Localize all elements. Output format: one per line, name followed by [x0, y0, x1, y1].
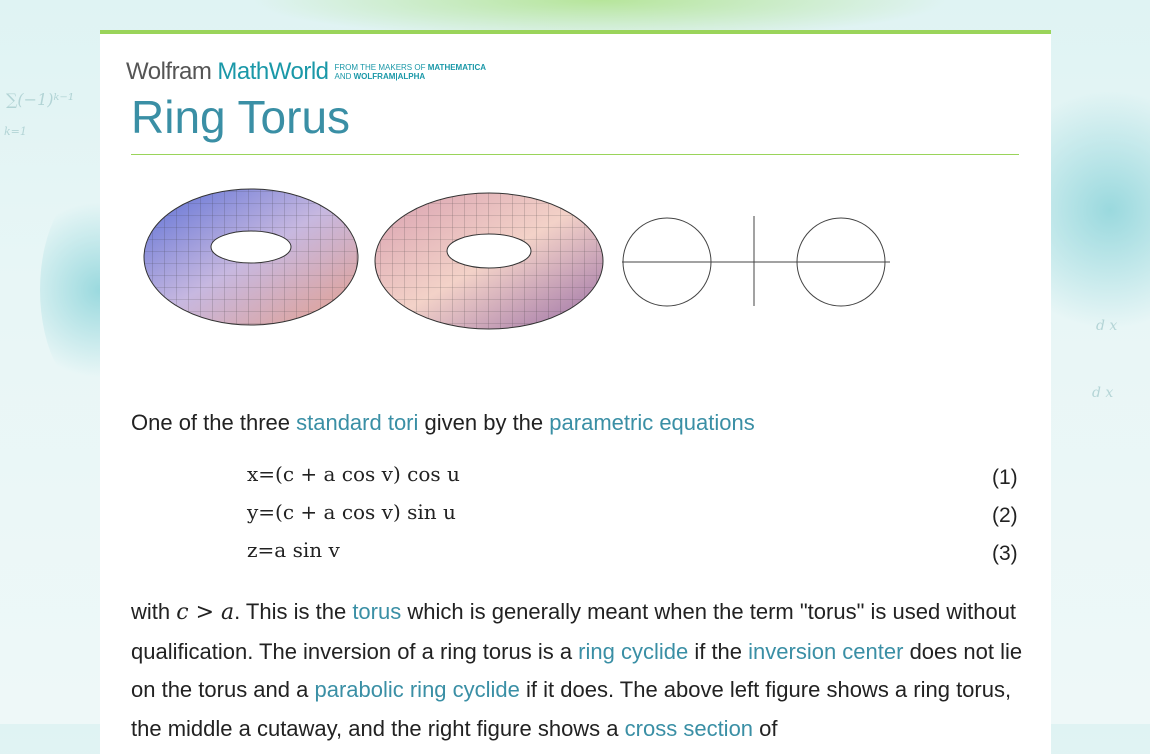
background-formula: ∑(−1)ᵏ⁻¹: [6, 90, 75, 109]
torus-cross-section-image: [622, 216, 890, 307]
equation-number: (3): [992, 542, 1018, 565]
background-formula: d x: [1096, 318, 1118, 334]
logo-mathworld: MathWorld: [217, 58, 329, 85]
equation-3: z=a sin v: [247, 538, 340, 562]
wolfram-mathworld-logo[interactable]: Wolfram MathWorld FROM THE MAKERS OF MAT…: [126, 58, 486, 86]
content-card: Wolfram MathWorld FROM THE MAKERS OF MAT…: [100, 30, 1051, 754]
torus-full-image: [143, 188, 359, 326]
body-paragraph: with c > a. This is the torus which is g…: [131, 599, 1023, 741]
background-formula: k=1: [4, 125, 27, 138]
equation-2: y=(c + a cos v) sin u: [247, 500, 456, 524]
equation-1: x=(c + a cos v) cos u: [247, 462, 460, 486]
link-cross-section[interactable]: cross section: [624, 715, 754, 741]
link-torus[interactable]: torus: [352, 599, 402, 624]
intro-paragraph: One of the three standard tori given by …: [131, 410, 755, 435]
title-divider: [131, 154, 1019, 155]
torus-cutaway-image: [374, 192, 604, 330]
equation-number: (2): [992, 504, 1018, 527]
equation-number: (1): [992, 466, 1018, 489]
page-title: Ring Torus: [131, 91, 351, 143]
link-standard-tori[interactable]: standard tori: [296, 410, 419, 435]
ring-torus-figures: [143, 188, 890, 330]
logo-wolfram: Wolfram: [126, 58, 212, 85]
link-ring-cyclide[interactable]: ring cyclide: [578, 638, 689, 664]
link-inversion-center[interactable]: inversion center: [748, 638, 904, 664]
background-formula: d x: [1092, 385, 1114, 401]
link-parametric-equations[interactable]: parametric equations: [549, 410, 755, 435]
logo-tagline: FROM THE MAKERS OF MATHEMATICA AND WOLFR…: [334, 63, 487, 81]
link-parabolic-ring-cyclide[interactable]: parabolic ring cyclide: [314, 677, 520, 702]
